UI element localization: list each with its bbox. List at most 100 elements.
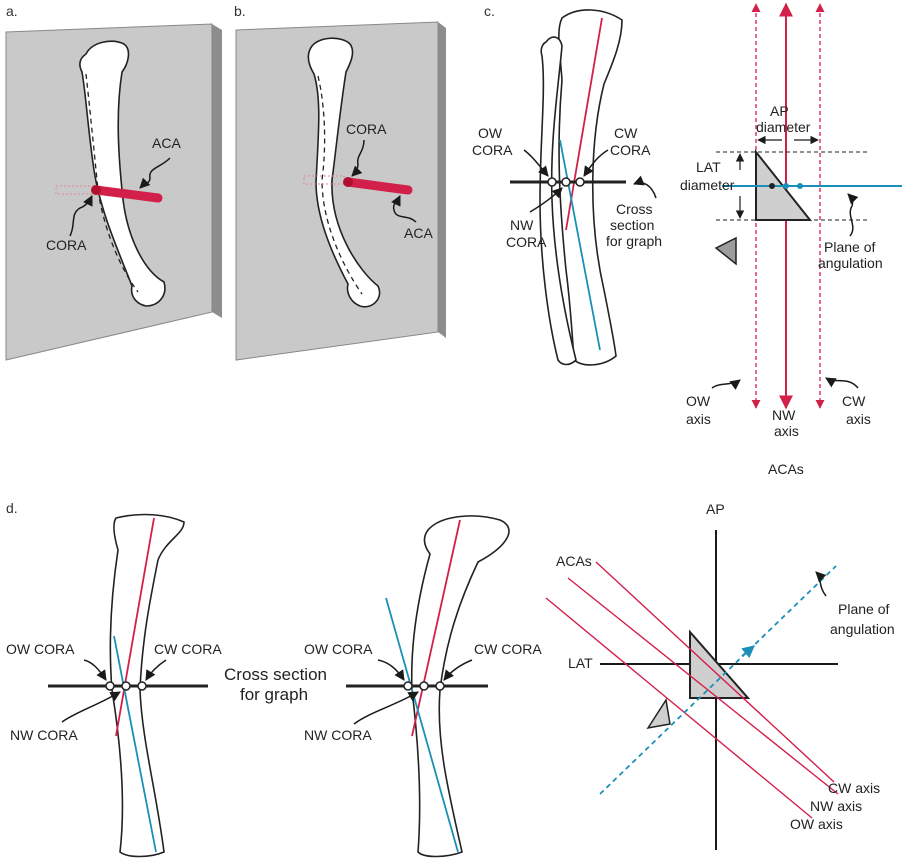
plate-b	[235, 21, 439, 361]
cross-section-label-d-1: Cross section	[224, 665, 327, 684]
acas-label-c: ACAs	[768, 461, 804, 477]
cw-axis-label-d: CW axis	[828, 780, 880, 796]
aca-a-label: ACA	[152, 135, 181, 151]
cw-axis-line-d-left	[113, 635, 157, 853]
panel-c-letter: c.	[484, 3, 495, 19]
plane-label-c-2: angulation	[818, 255, 883, 271]
nw-cora-point-d-left	[121, 681, 131, 691]
cw-cora-point-d-left	[137, 681, 147, 691]
cora-a-arrow	[69, 195, 93, 237]
cw-axis-label-c-2: axis	[846, 411, 871, 427]
panel-a-letter: a.	[6, 3, 18, 19]
lat-diameter-label-2: diameter	[680, 177, 735, 193]
graph-point-nw	[783, 183, 789, 189]
plane-label-d-1: Plane of	[838, 601, 889, 617]
panel-b: b. CORA ACA	[234, 3, 446, 361]
cw-cora-point-c	[575, 177, 585, 187]
panel-c: c. OW CORA CW CORA NW CORA Cross section…	[472, 2, 902, 477]
panel-b-letter: b.	[234, 3, 246, 19]
graph-point-ow	[769, 183, 775, 189]
plate-a-edge	[212, 24, 222, 318]
nw-axis-line-d-middle	[411, 519, 461, 737]
aca-b-rod	[343, 177, 413, 195]
nw-axis-line-c	[565, 17, 603, 231]
nw-cora-arrow-d-middle	[353, 691, 419, 725]
cross-section-label-c-1: Cross	[616, 201, 653, 217]
cw-cora-arrow-d-left	[145, 659, 167, 681]
nw-cora-label-c-1: NW	[510, 217, 534, 233]
panel-d-letter: d.	[6, 500, 18, 516]
lat-diameter-label-1: LAT	[696, 159, 721, 175]
cw-cora-label-d-middle: CW CORA	[474, 641, 542, 657]
panel-a: a. ACA CORA	[5, 3, 222, 361]
ow-cora-label-d-left: OW CORA	[6, 641, 75, 657]
view-direction-arrowhead-d	[646, 697, 671, 730]
panel-d: d. OW CORA CW CORA NW CORA Cross section…	[6, 500, 895, 858]
nw-cora-point-c	[561, 177, 571, 187]
ow-cora-label-c-2: CORA	[472, 142, 513, 158]
cw-cora-label-c-2: CORA	[610, 142, 651, 158]
cw-cora-label-d-left: CW CORA	[154, 641, 222, 657]
cross-section-label-c-2: section	[610, 217, 654, 233]
plane-label-c-1: Plane of	[824, 239, 875, 255]
ow-cora-point-d-left	[105, 681, 115, 691]
ap-diameter-label-2: diameter	[756, 119, 811, 135]
nw-cora-label-d-middle: NW CORA	[304, 727, 372, 743]
cross-section-label-d-2: for graph	[240, 685, 308, 704]
plate-b-edge	[438, 22, 446, 338]
aca-line-d-1	[567, 577, 839, 795]
ow-axis-label-c-2: axis	[686, 411, 711, 427]
fibula-c	[539, 36, 577, 366]
nw-axis-label-c-1: NW	[772, 407, 796, 423]
cora-b-point	[343, 177, 353, 187]
ow-cora-arrow-d-middle	[377, 659, 405, 681]
ow-cora-arrow-c	[523, 149, 549, 177]
cw-axis-line-d-middle	[385, 597, 459, 853]
ow-cora-label-d-middle: OW CORA	[304, 641, 373, 657]
ow-cora-point-c	[547, 177, 557, 187]
cross-section-label-c-3: for graph	[606, 233, 662, 249]
cw-cora-arrow-d-middle	[443, 659, 473, 681]
aca-b-arrow	[391, 195, 417, 223]
cw-axis-line-c	[559, 139, 601, 351]
nw-cora-point-d-middle	[419, 681, 429, 691]
nw-axis-line-d-left	[115, 517, 155, 737]
view-direction-arrowhead-c	[714, 236, 737, 266]
plane-label-d-2: angulation	[830, 621, 895, 637]
nw-cora-arrow-d-left	[61, 691, 121, 723]
cross-section-arrow-c	[633, 175, 657, 199]
graph-point-cw	[797, 183, 803, 189]
acas-label-d: ACAs	[556, 553, 592, 569]
plane-of-angulation-line-d	[599, 565, 837, 795]
aca-line-d-2	[595, 561, 835, 783]
lat-label-d: LAT	[568, 655, 593, 671]
nw-cora-label-d-left: NW CORA	[10, 727, 78, 743]
ow-axis-label-d: OW axis	[790, 816, 843, 832]
nw-axis-label-c-2: axis	[774, 423, 799, 439]
cw-axis-arrow-c	[825, 377, 859, 389]
aca-a-rod	[91, 185, 163, 203]
cw-cora-arrow-c	[583, 149, 609, 177]
nw-cora-label-c-2: CORA	[506, 234, 547, 250]
bone-b	[307, 37, 381, 308]
aca-a-arrow	[139, 157, 171, 189]
bone-a	[79, 40, 166, 307]
cw-axis-label-c-1: CW	[842, 393, 866, 409]
cw-cora-label-c-1: CW	[614, 125, 638, 141]
bone-c	[558, 9, 623, 366]
cora-b-label: CORA	[346, 121, 387, 137]
plane-arrow-d	[815, 571, 827, 597]
plane-arrow-c	[847, 193, 859, 237]
cora-b-arrow	[351, 139, 365, 177]
cora-a-point	[91, 185, 101, 195]
nw-axis-label-d: NW axis	[810, 798, 862, 814]
ow-axis-label-c-1: OW	[686, 393, 711, 409]
cora-a-label: CORA	[46, 237, 87, 253]
cw-cora-point-d-middle	[435, 681, 445, 691]
ap-label-d: AP	[706, 501, 725, 517]
ow-cora-point-d-middle	[403, 681, 413, 691]
ap-diameter-label-1: AP	[770, 103, 789, 119]
ow-axis-arrow-c	[711, 379, 741, 390]
plane-of-angulation-arrow-d	[741, 645, 755, 659]
